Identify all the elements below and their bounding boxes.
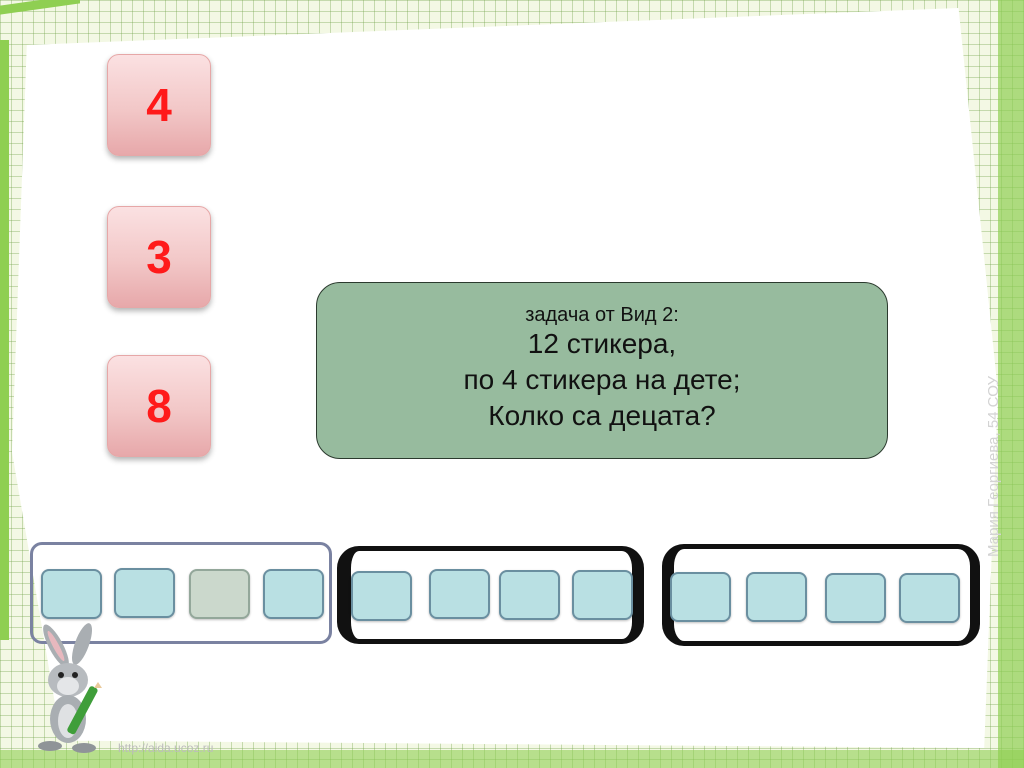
problem-line-1: 12 стикера, <box>527 328 677 359</box>
sticker-10[interactable] <box>746 572 807 622</box>
sticker-3[interactable] <box>189 569 250 619</box>
sticker-2[interactable] <box>114 568 175 618</box>
sticker-8[interactable] <box>572 570 633 620</box>
sticker-9[interactable] <box>670 572 731 622</box>
number-card-1[interactable]: 4 <box>107 54 211 156</box>
sticker-6[interactable] <box>429 569 490 619</box>
green-edge-bottom <box>0 750 1024 768</box>
sticker-group-frame-2 <box>337 546 644 644</box>
problem-line-2: по 4 стикера на дете; <box>463 364 741 395</box>
sticker-7[interactable] <box>499 570 560 620</box>
sticker-group-frame-3 <box>662 544 980 646</box>
green-edge-right <box>998 0 1024 768</box>
sticker-11[interactable] <box>825 573 886 623</box>
green-edge-top <box>0 0 80 15</box>
problem-heading: задача от Вид 2: <box>525 304 679 326</box>
sticker-5[interactable] <box>351 571 412 621</box>
author-credit: Мария Георгиева, 54 СОУ <box>985 375 1002 557</box>
green-edge-left <box>0 40 9 640</box>
sticker-12[interactable] <box>899 573 960 623</box>
number-card-3[interactable]: 8 <box>107 355 211 457</box>
bunny-with-pencil-icon <box>38 623 102 753</box>
sticker-1[interactable] <box>41 569 102 619</box>
sticker-4[interactable] <box>263 569 324 619</box>
problem-line-3: Колко са децата? <box>488 400 716 431</box>
problem-box: задача от Вид 2: 12 стикера, по 4 стикер… <box>316 282 888 459</box>
sticker-group-frame-1 <box>30 542 332 644</box>
number-card-2[interactable]: 3 <box>107 206 211 308</box>
watermark-url: http://aida.ucoz.ru <box>118 741 214 755</box>
